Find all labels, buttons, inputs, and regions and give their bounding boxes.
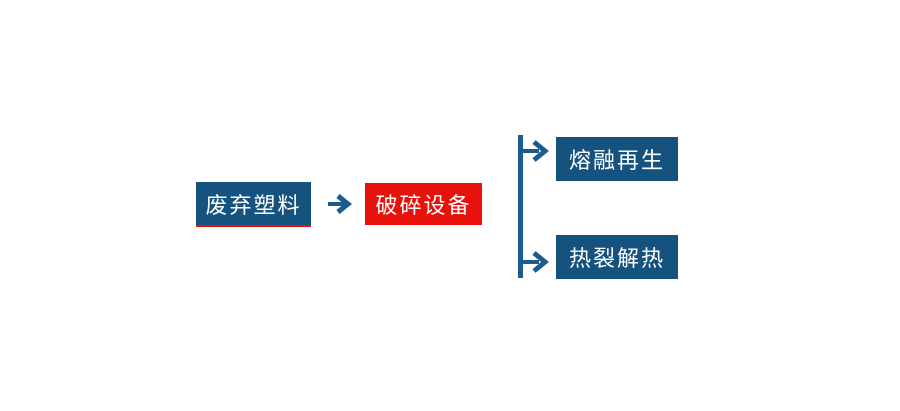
arrow-right-icon xyxy=(328,194,353,214)
flow-node-melt-regeneration-label: 熔融再生 xyxy=(568,148,665,173)
arrow-right-icon xyxy=(522,251,549,273)
flow-node-crushing-equipment: 破碎设备 xyxy=(365,183,482,225)
flow-node-melt-regeneration: 熔融再生 xyxy=(556,137,678,181)
flow-node-pyrolysis-heat-label: 热裂解热 xyxy=(568,246,665,271)
arrow-right-icon xyxy=(522,140,549,162)
flow-node-crushing-equipment-label: 破碎设备 xyxy=(375,193,472,218)
flow-node-pyrolysis-heat: 热裂解热 xyxy=(556,235,678,279)
flow-node-waste-plastic: 废弃塑料 xyxy=(196,182,311,227)
flow-node-waste-plastic-label: 废弃塑料 xyxy=(205,192,302,218)
branch-vertical-line xyxy=(518,135,523,278)
